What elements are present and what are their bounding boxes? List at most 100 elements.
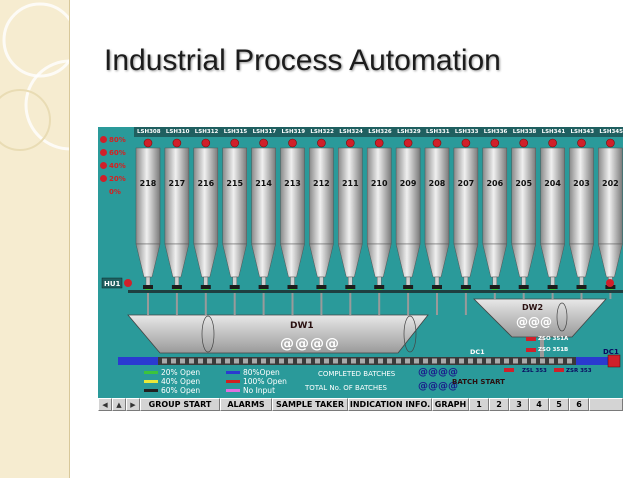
group-start-button[interactable]: GROUP START: [140, 398, 220, 411]
silo-number[interactable]: 212: [313, 179, 330, 188]
silo-cone: [366, 243, 392, 278]
silo-number[interactable]: 206: [486, 179, 504, 188]
silo-number[interactable]: 216: [197, 179, 215, 188]
conveyor-roller: [315, 358, 320, 364]
silo-level-switch-tag: LSH324: [338, 128, 364, 136]
menu-bar-filler: [589, 398, 623, 411]
silo-body: [193, 147, 219, 245]
silo-valve-icon: [171, 285, 182, 289]
silo-cone: [135, 243, 161, 278]
silo-valve-icon: [258, 285, 269, 289]
silo-number[interactable]: 207: [457, 179, 475, 188]
silo-number[interactable]: 209: [399, 179, 417, 188]
zso-351a-label: ZSO 351A: [538, 336, 569, 342]
scroll-right-button[interactable]: ▶: [126, 398, 140, 411]
level-label: 0%: [109, 187, 121, 196]
legend-swatch-icon: [144, 371, 158, 374]
total-batches-value: @@@@: [418, 381, 458, 392]
conveyor-roller: [288, 358, 293, 364]
silo-number[interactable]: 202: [602, 179, 619, 188]
dw1-feed-pipe: [464, 293, 467, 315]
indication-info-button[interactable]: INDICATION INFO.: [348, 398, 432, 411]
decorative-side-band: [0, 0, 116, 478]
silo-number[interactable]: 214: [255, 179, 272, 188]
alarms-button[interactable]: ALARMS: [220, 398, 272, 411]
completed-batches-label: COMPLETED BATCHES: [318, 370, 396, 378]
silo-alarm-icon: [172, 138, 182, 148]
silo-number[interactable]: 211: [341, 179, 359, 188]
level-label: 80%: [109, 135, 126, 144]
conveyor-roller: [522, 358, 527, 364]
page-2-button[interactable]: 2: [489, 398, 509, 411]
silo-cone: [222, 243, 248, 278]
graph-button[interactable]: GRAPH: [432, 398, 469, 411]
dw1-feed-pipe: [175, 293, 178, 315]
silo-valve-icon: [489, 285, 500, 289]
zso-351b-label: ZSO 351B: [538, 347, 569, 353]
silo-alarm-icon: [201, 138, 211, 148]
silo-body: [598, 147, 623, 245]
scroll-up-button[interactable]: ▲: [112, 398, 126, 411]
decorative-rings: [0, 2, 116, 151]
silo-alarm-icon: [461, 138, 471, 148]
dw1-value: @@@@: [280, 336, 340, 352]
silo-number[interactable]: 203: [573, 179, 590, 188]
silo-level-switch-tag: LSH331: [425, 128, 451, 136]
silo-number[interactable]: 215: [226, 179, 244, 188]
silo-cone: [540, 243, 565, 278]
page-4-button[interactable]: 4: [529, 398, 549, 411]
silo-level-switch-tag: LSH312: [193, 128, 220, 136]
silo-number[interactable]: 217: [168, 179, 186, 188]
silo-alarm-icon: [403, 138, 413, 148]
silo-cone: [598, 243, 623, 278]
silo-number[interactable]: 205: [515, 179, 533, 188]
page-3-button[interactable]: 3: [509, 398, 529, 411]
silo-valve-icon: [229, 285, 240, 289]
silo-number[interactable]: 213: [284, 179, 301, 188]
conveyor-roller: [324, 358, 329, 364]
sample-taker-button[interactable]: SAMPLE TAKER: [272, 398, 348, 411]
silo-cone: [337, 243, 363, 278]
silo-level-switch-tag: LSH341: [540, 128, 567, 136]
dw2-feed-pipe: [493, 293, 496, 299]
completed-batches-value: @@@@: [418, 367, 458, 378]
scroll-left-button[interactable]: ◀: [98, 398, 112, 411]
conveyor-roller: [414, 358, 419, 364]
silo-number[interactable]: 218: [139, 179, 157, 188]
conveyor-roller: [486, 358, 491, 364]
dw1-feed-pipe: [320, 293, 323, 315]
conveyor-roller: [225, 358, 230, 364]
silo-level-switch-tag: LSH317: [251, 128, 278, 136]
silo-valve-icon: [316, 285, 327, 289]
total-batches-label: TOTAL No. OF BATCHES: [305, 384, 387, 392]
page-1-button[interactable]: 1: [469, 398, 489, 411]
page-6-button[interactable]: 6: [569, 398, 589, 411]
legend-item: 100% Open: [226, 377, 287, 386]
page-5-button[interactable]: 5: [549, 398, 569, 411]
legend-item: 60% Open: [144, 386, 200, 395]
conveyor-roller: [459, 358, 464, 364]
conveyor-roller: [450, 358, 455, 364]
silo-valve-icon: [143, 285, 153, 289]
conveyor-roller: [513, 358, 518, 364]
dw2-feed-pipe: [522, 293, 525, 299]
conveyor-roller: [252, 358, 257, 364]
batch-start-button[interactable]: BATCH START: [452, 378, 505, 386]
silo-alarm-icon: [143, 138, 153, 148]
silo-level-switch-tag: LSH319: [280, 128, 307, 136]
level-label: 60%: [109, 148, 126, 157]
dw1-feed-pipe: [262, 293, 265, 315]
silo-level-switch-tag: LSH308: [136, 128, 162, 136]
conveyor-roller: [531, 358, 536, 364]
silo-number[interactable]: 208: [428, 179, 446, 188]
zsl-353-label: ZSL 353: [522, 368, 547, 374]
silo-alarm-icon: [432, 138, 442, 148]
level-indicator-icon: [100, 162, 107, 169]
conveyor-roller: [171, 358, 176, 364]
dc1-right-label: DC1: [603, 348, 619, 356]
conveyor-roller: [495, 358, 500, 364]
silo-number[interactable]: 204: [544, 179, 561, 188]
silo-number[interactable]: 210: [370, 179, 388, 188]
conveyor-roller: [549, 358, 554, 364]
level-indicator-icon: [100, 175, 107, 182]
